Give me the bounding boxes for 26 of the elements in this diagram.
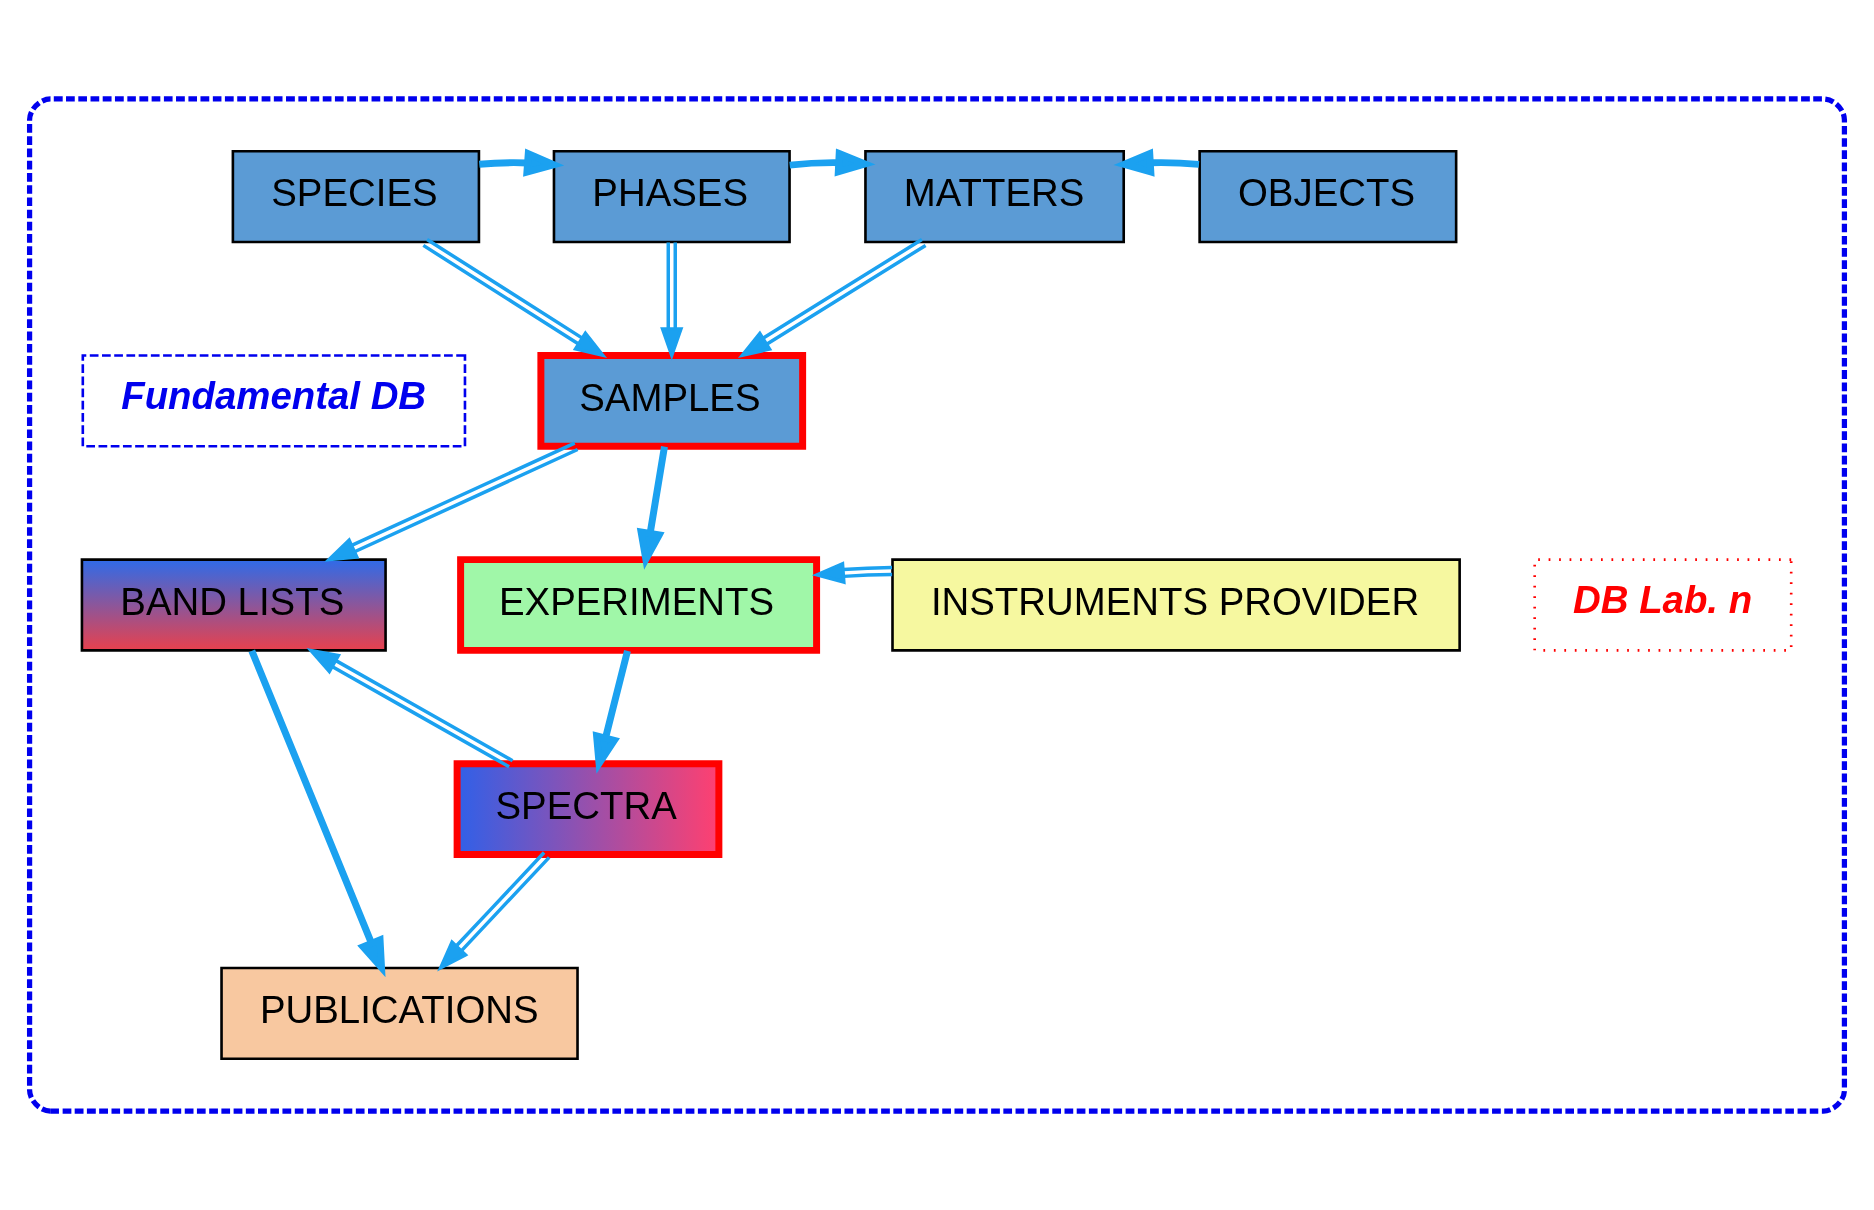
node-box: SPECIES [231,150,481,244]
node-box: SPECTRA [453,760,723,859]
node-box: PHASES [552,150,791,244]
arrow [437,851,551,972]
arrow [737,238,927,358]
node-box: Fundamental DB [81,354,467,448]
arrow [660,242,684,361]
node-box: MATTERS [864,150,1126,244]
arrow [478,148,565,177]
arrow [306,647,514,769]
node-box: PUBLICATIONS [220,966,579,1060]
node-box: BAND LISTS [80,558,387,652]
cluster [26,96,1848,1114]
arrow [636,446,668,570]
node-box: DB Lab. n [1533,558,1793,652]
arrow [789,148,876,177]
arrow [811,561,893,585]
arrow [422,238,608,358]
arrow [248,649,386,978]
node-box: INSTRUMENTS PROVIDER [891,558,1461,652]
node-box: EXPERIMENTS [457,556,821,654]
arrow [324,441,579,562]
node-box: SAMPLES [537,351,807,450]
arrow [1113,148,1200,177]
node-box: OBJECTS [1198,150,1458,244]
arrow [592,649,631,774]
